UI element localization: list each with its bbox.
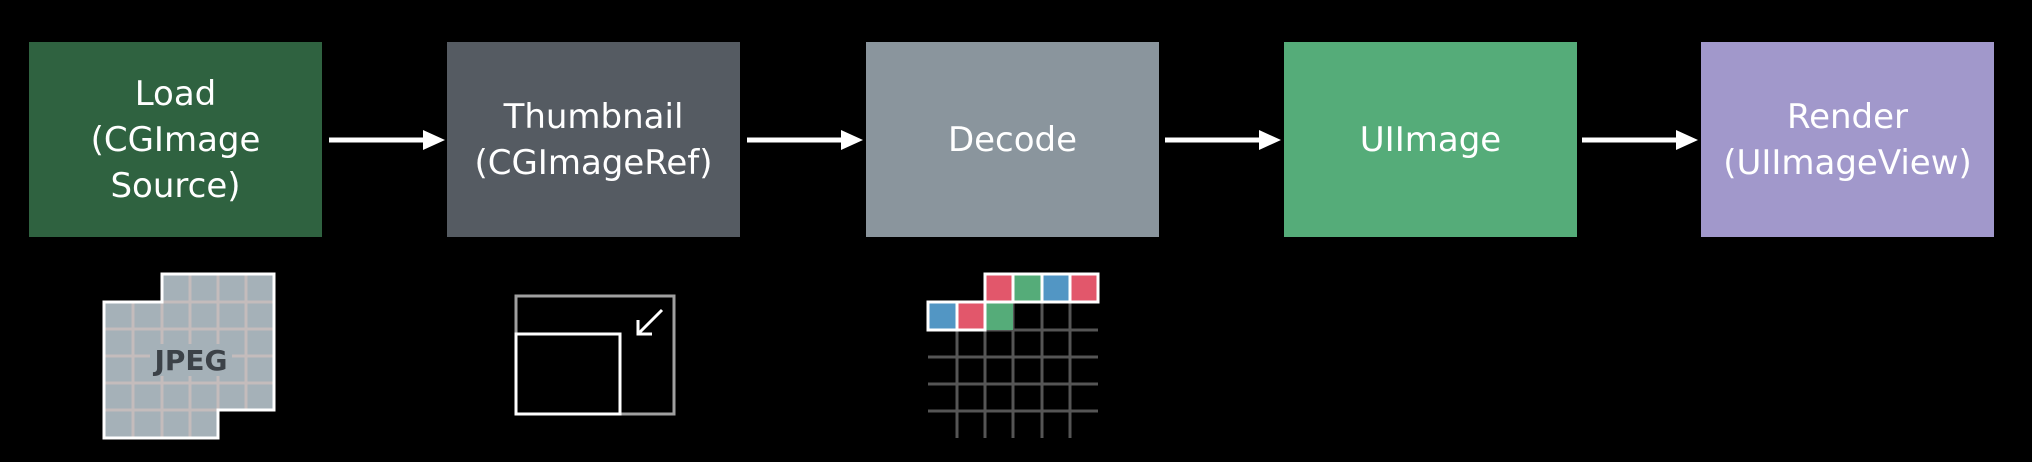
stage-decode-label: Decode — [947, 119, 1078, 160]
decoded-pixel-buffer-icon — [926, 272, 1100, 438]
thumbnail-scale-icon — [514, 294, 676, 416]
stage-uiimage-label: UIImage — [1359, 119, 1502, 160]
arrow-load-to-thumbnail-icon — [329, 130, 445, 150]
arrow-uiimage-to-render-icon — [1582, 130, 1698, 150]
stage-thumbnail-label: Thumbnail (CGImageRef) — [474, 96, 713, 183]
stage-load: Load (CGImage Source) — [29, 42, 322, 237]
stage-uiimage: UIImage — [1284, 42, 1577, 237]
stage-decode: Decode — [866, 42, 1159, 237]
jpeg-label: JPEG — [152, 344, 227, 377]
jpeg-file-icon: JPEG — [102, 272, 276, 440]
stage-thumbnail: Thumbnail (CGImageRef) — [447, 42, 740, 237]
stage-render: Render (UIImageView) — [1701, 42, 1994, 237]
arrow-thumbnail-to-decode-icon — [747, 130, 863, 150]
stage-render-label: Render (UIImageView) — [1723, 96, 1972, 183]
arrow-decode-to-uiimage-icon — [1165, 130, 1281, 150]
stage-load-label: Load (CGImage Source) — [90, 73, 261, 206]
